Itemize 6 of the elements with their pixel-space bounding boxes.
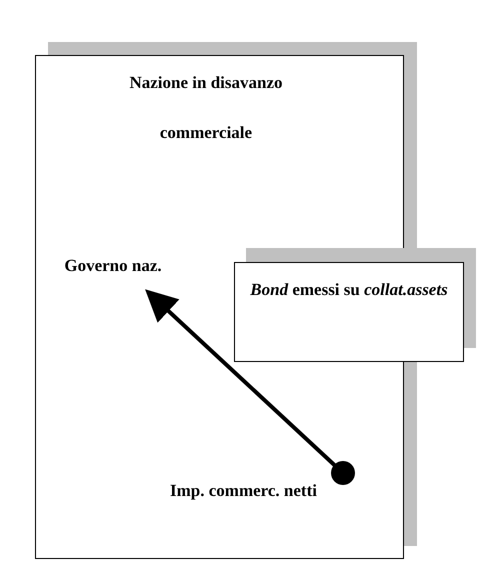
- node-label: Imp. commerc. netti: [156, 481, 331, 505]
- callout-box: [234, 262, 464, 362]
- callout-text: Bond emessi su collat.assets: [249, 279, 449, 301]
- arrow: [145, 289, 355, 485]
- box-title: Nazione in disavanzo commerciale: [128, 72, 284, 144]
- node-label: Governo naz.: [53, 256, 173, 280]
